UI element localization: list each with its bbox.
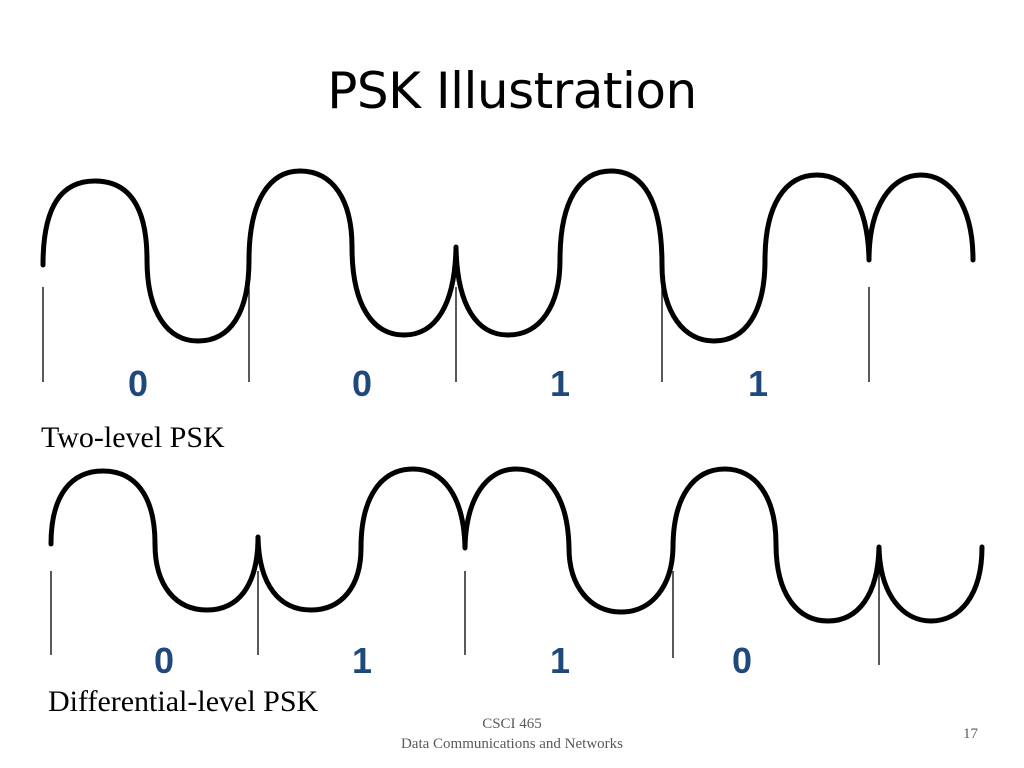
differential-bit-3: 1 (550, 640, 571, 681)
two-level-bit-dividers (42, 287, 870, 382)
footer-course: CSCI 465 (482, 716, 542, 732)
two-level-bit-2: 0 (352, 363, 373, 404)
slide-title: PSK Illustration (327, 62, 697, 120)
two-level-bit-4: 1 (748, 363, 769, 404)
two-level-psk-label: Two-level PSK (41, 421, 225, 454)
differential-bit-dividers (50, 571, 880, 665)
differential-bit-4: 0 (732, 640, 753, 681)
differential-psk-label: Differential-level PSK (48, 685, 319, 718)
two-level-psk-waveform (40, 168, 976, 344)
footer-subtitle: Data Communications and Networks (400, 736, 624, 752)
two-level-bit-1: 0 (128, 363, 149, 404)
differential-bit-1: 0 (154, 640, 175, 681)
page-number: 17 (963, 726, 978, 742)
differential-bit-2: 1 (352, 640, 373, 681)
differential-psk-waveform (48, 466, 985, 624)
two-level-bit-3: 1 (550, 363, 571, 404)
slide-footer: CSCI 465 Data Communications and Network… (312, 714, 712, 754)
